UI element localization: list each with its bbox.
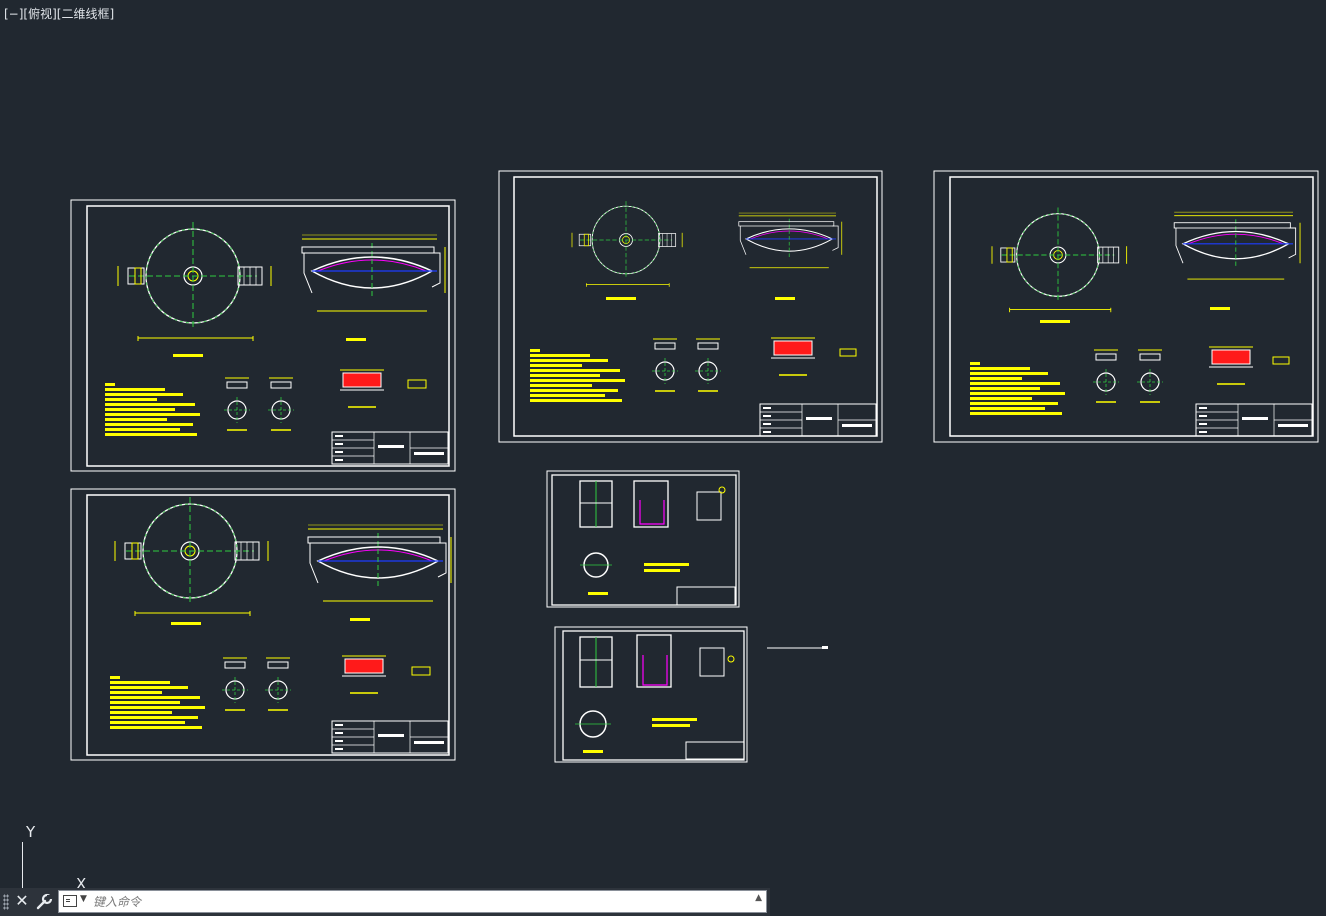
stray-line[interactable]	[767, 646, 828, 649]
drawing-sheet-5[interactable]	[546, 470, 740, 608]
wrench-icon[interactable]	[34, 892, 54, 912]
ucs-x-label: X	[76, 875, 87, 893]
command-input-box[interactable]: ▼ ▲	[58, 890, 767, 913]
command-line-bar: ✕ ▼ ▲	[0, 888, 770, 916]
drawing-sheet-6[interactable]	[554, 626, 748, 763]
drawing-sheet-2[interactable]	[70, 488, 456, 761]
drawing-canvas[interactable]	[0, 0, 1326, 888]
viewport-controls-label[interactable]: [−][俯视][二维线框]	[4, 7, 115, 21]
ucs-y-label: Y	[26, 823, 36, 841]
command-line-grip[interactable]	[3, 894, 9, 910]
chevron-down-icon[interactable]: ▼	[80, 894, 87, 904]
drawing-sheet-4[interactable]	[933, 170, 1319, 443]
close-icon[interactable]: ✕	[15, 891, 29, 910]
command-prompt-icon[interactable]	[63, 895, 77, 907]
ucs-y-axis	[22, 842, 23, 888]
drawing-sheet-1[interactable]	[70, 199, 456, 472]
command-input[interactable]	[93, 892, 733, 911]
chevron-up-icon[interactable]: ▲	[755, 893, 762, 903]
drawing-sheet-3[interactable]	[498, 170, 883, 443]
